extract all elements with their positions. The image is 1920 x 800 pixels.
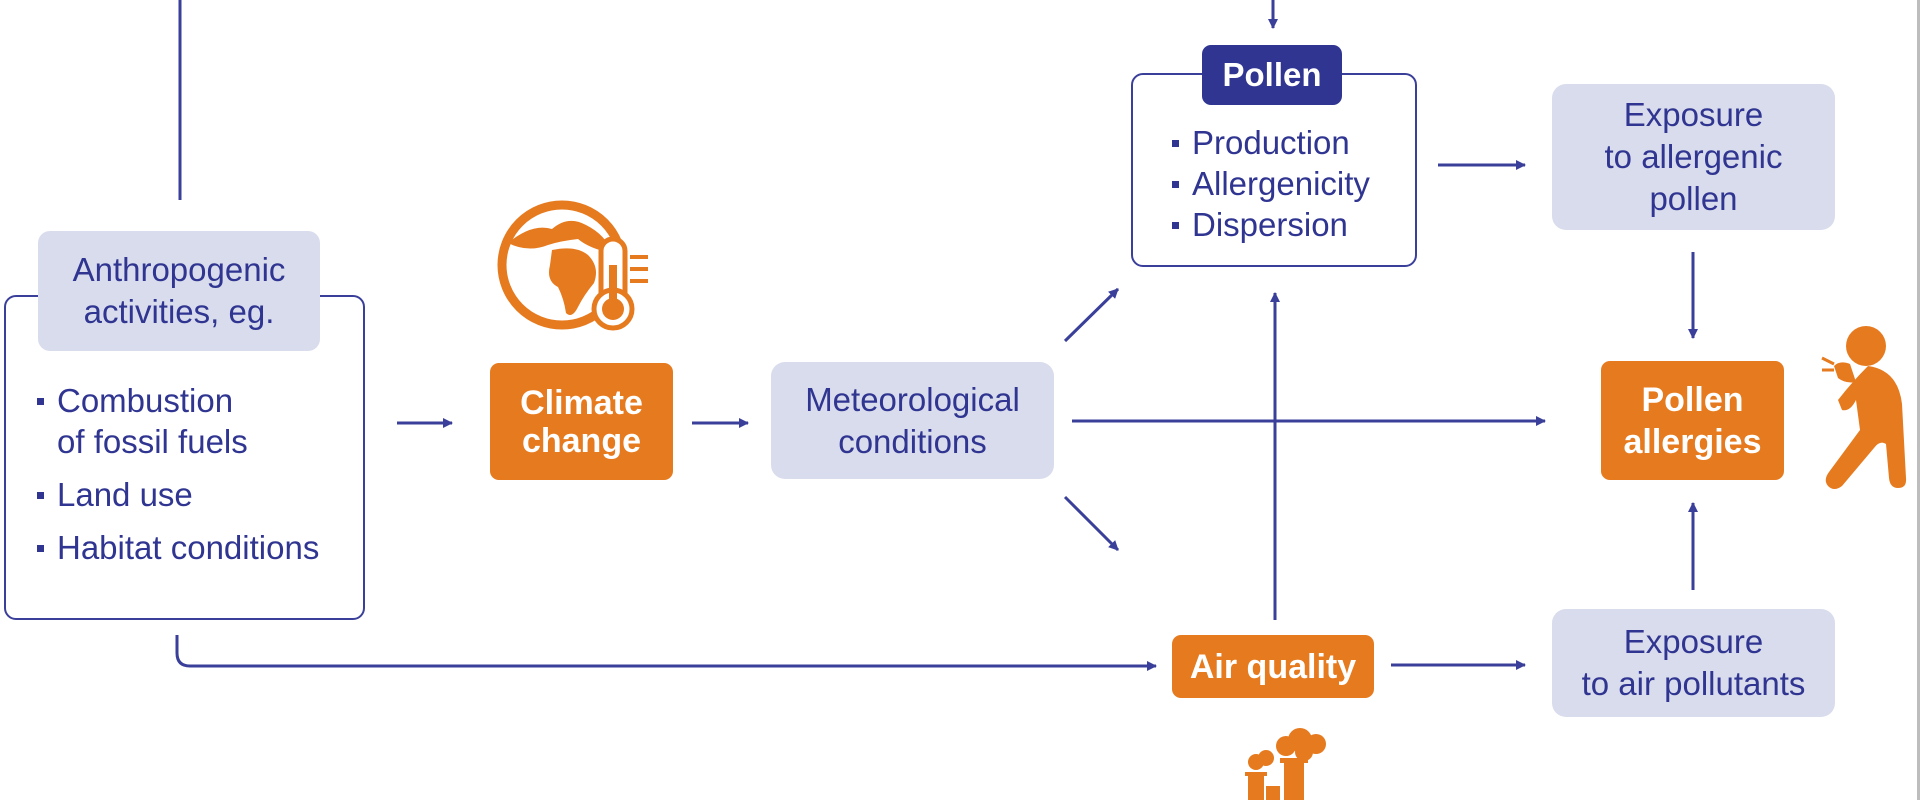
- pollen-title: Pollen: [1202, 45, 1342, 105]
- list-item-text: Combustion: [57, 382, 234, 419]
- list-item-text: Production: [1192, 124, 1350, 161]
- climate-change-label-line: Climate: [520, 383, 643, 422]
- pollen-list: Production Allergenicity Dispersion: [1170, 122, 1370, 245]
- list-item-text: Dispersion: [1192, 206, 1348, 243]
- pollen-allergies-box: Pollen allergies: [1601, 361, 1784, 480]
- anthropogenic-title-line: activities, eg.: [83, 293, 275, 330]
- pollen-allergies-label-line: allergies: [1623, 422, 1762, 461]
- list-item: Land use: [35, 474, 319, 515]
- list-item-text: Allergenicity: [1192, 165, 1370, 202]
- pollen-box: [1131, 73, 1417, 267]
- exposure-air-label-line: to air pollutants: [1581, 665, 1806, 702]
- air-quality-label: Air quality: [1189, 647, 1357, 686]
- arrow-anthropogenic-to-air-quality: [175, 635, 1157, 671]
- list-item: Dispersion: [1170, 204, 1370, 245]
- anthropogenic-list: Combustion of fossil fuels Land use Habi…: [35, 380, 319, 568]
- list-item: Allergenicity: [1170, 163, 1370, 204]
- arrow-meteorological-to-pollen: [1063, 287, 1120, 343]
- exposure-air-label-line: Exposure: [1623, 623, 1764, 660]
- list-item: Combustion of fossil fuels: [35, 380, 319, 462]
- meteorological-label-line: Meteorological: [805, 380, 1020, 418]
- climate-change-box: Climate change: [490, 363, 673, 480]
- exposure-pollen-label-line: pollen: [1649, 180, 1738, 217]
- anthropogenic-title-line: Anthropogenic: [72, 251, 286, 288]
- exposure-air-pollutants-box: Exposure to air pollutants: [1552, 609, 1835, 717]
- right-frame-border: [1917, 0, 1920, 800]
- arrow-meteorological-to-air-quality: [1063, 495, 1120, 552]
- meteorological-conditions-box: Meteorological conditions: [771, 362, 1054, 479]
- anthropogenic-title-box: Anthropogenic activities, eg.: [38, 231, 320, 351]
- exposure-allergenic-pollen-box: Exposure to allergenic pollen: [1552, 84, 1835, 230]
- list-item-text: of fossil fuels: [57, 423, 248, 460]
- pollen-title-text: Pollen: [1222, 56, 1322, 93]
- meteorological-label-line: conditions: [838, 422, 987, 460]
- exposure-pollen-label-line: to allergenic: [1604, 138, 1783, 175]
- list-item-text: Land use: [57, 476, 193, 513]
- globe-thermometer-icon: [497, 200, 648, 331]
- factory-smoke-icon: [1245, 728, 1326, 800]
- air-quality-box: Air quality: [1172, 635, 1374, 698]
- exposure-pollen-label-line: Exposure: [1623, 96, 1764, 133]
- pollen-allergies-label-line: Pollen: [1641, 380, 1744, 419]
- list-item: Production: [1170, 122, 1370, 163]
- sneezing-person-icon: [1821, 326, 1907, 489]
- list-item-text: Habitat conditions: [57, 529, 320, 566]
- list-item: Habitat conditions: [35, 527, 319, 568]
- climate-change-label-line: change: [521, 421, 642, 460]
